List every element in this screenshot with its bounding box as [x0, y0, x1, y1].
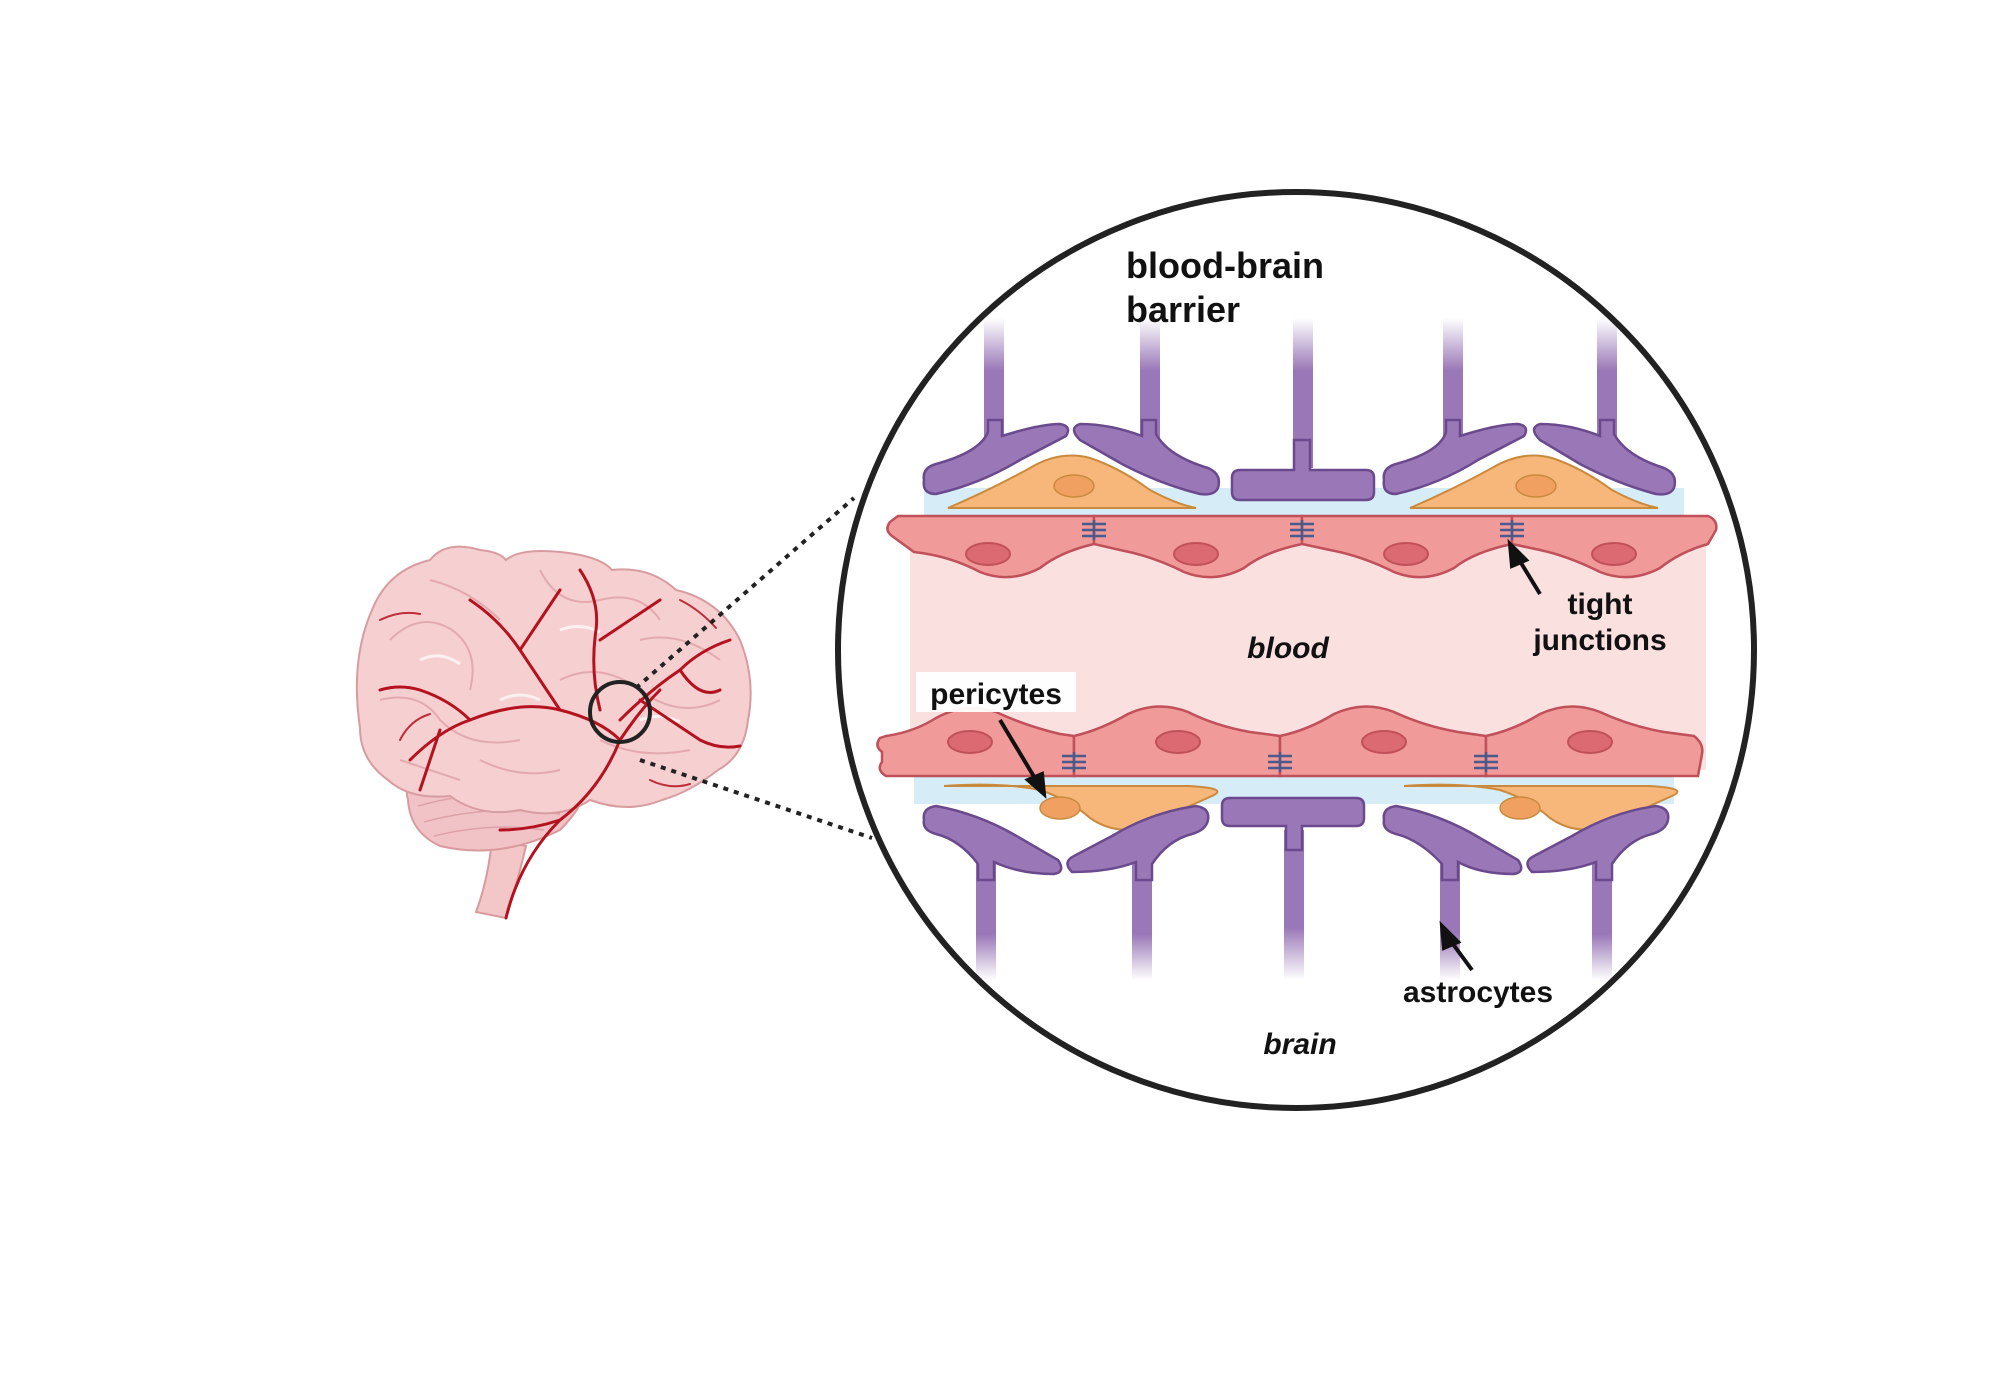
tight-junctions-label-bg — [1522, 584, 1682, 664]
tight-junctions-label-line2: junctions — [1532, 624, 1666, 657]
brain-vessels — [378, 568, 742, 920]
tight-junctions — [1062, 520, 1524, 772]
tight-junction-bottom-2 — [1268, 752, 1292, 772]
tight-junction-top-3 — [1500, 520, 1524, 540]
diagram-title-line2: barrier — [1126, 289, 1240, 330]
label-arrows — [998, 538, 1542, 972]
diagram-title-line1: blood-brain — [1126, 245, 1324, 286]
magnifier-circle — [588, 680, 652, 744]
pericytes-top — [947, 454, 1659, 509]
pericytes-label: pericytes — [930, 678, 1062, 711]
astrocytes-label: astrocytes — [1403, 976, 1553, 1009]
endothelial-nuclei-top — [965, 542, 1637, 566]
brain-illustration — [355, 545, 752, 920]
endothelial-nuclei-bottom — [947, 730, 1613, 754]
astrocytes-top — [922, 318, 1677, 502]
zoom-circle-border — [835, 189, 1757, 1111]
blood-region-label: blood — [1247, 632, 1329, 665]
cerebrum — [355, 545, 752, 815]
brain-region-label: brain — [1263, 1028, 1336, 1061]
tight-junction-top-1 — [1082, 520, 1106, 540]
tight-junction-bottom-1 — [1062, 752, 1086, 772]
tight-junction-bottom-3 — [1474, 752, 1498, 772]
zoom-leader-lines — [634, 496, 873, 840]
tight-junction-top-2 — [1290, 520, 1314, 540]
pericytes-bottom — [943, 783, 1679, 831]
pericytes-label-bg — [916, 672, 1076, 712]
pericytes-arrow — [998, 718, 1038, 782]
tight-junctions-label-line1: tight — [1568, 588, 1633, 621]
zoom-view — [838, 192, 1754, 1108]
